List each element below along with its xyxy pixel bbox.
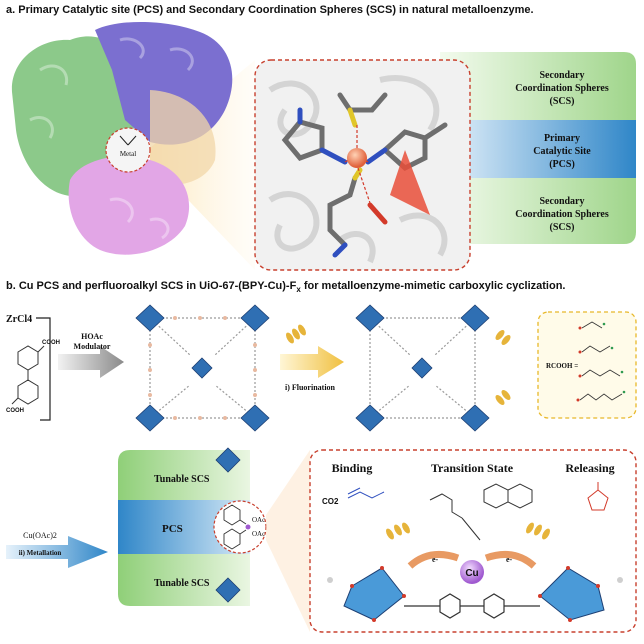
metal-bonds-icon (119, 135, 137, 146)
mechanism-beam (266, 450, 310, 632)
zr-clusters-lower (215, 447, 241, 603)
modulator-arrow (58, 346, 124, 378)
electron-left-label: e- (432, 555, 439, 564)
cu-bpy-icon (223, 504, 247, 550)
panel-a-heading: a. Primary Catalytic site (PCS) and Seco… (6, 4, 534, 16)
hoac-label: HOAc (81, 332, 103, 341)
scs-bottom-line2: Coordination Spheres (515, 209, 609, 220)
tunable-scs-bottom-label: Tunable SCS (154, 578, 210, 589)
panel-b-heading: b. Cu PCS and perfluoroalkyl SCS in UiO-… (6, 280, 566, 295)
pcs-label: PCS (162, 523, 183, 535)
cu-center-small (245, 524, 251, 530)
oxygen-atoms (576, 326, 582, 402)
releasing-label: Releasing (565, 461, 614, 475)
propargylamine-icon (347, 487, 385, 499)
rcooh-label: RCOOH = (546, 362, 578, 370)
uio67-framework-2 (355, 304, 511, 432)
red-direction-arrow (390, 150, 430, 215)
electron-right-label: e- (506, 555, 513, 564)
binding-label: Binding (332, 461, 373, 475)
rcooh-box (537, 311, 637, 419)
electron-arrow-right (484, 550, 537, 569)
band-pcs (440, 120, 636, 178)
uio67-framework-1 (135, 304, 270, 432)
band-scs-top (440, 52, 636, 120)
fluorination-label: i) Fluorination (285, 383, 336, 392)
bipyridine-linker-icon (11, 345, 45, 405)
perfluoro-acid-structures (579, 321, 623, 401)
wheat-icon (286, 324, 306, 344)
metal-ion (347, 148, 367, 168)
zrcl4-label: ZrCl4 (6, 314, 32, 325)
metallation-arrow (6, 536, 108, 568)
fluorination-arrow (280, 346, 344, 378)
oxazolidinone-product-icon (587, 482, 609, 511)
pcs-zoom-circle (213, 500, 267, 554)
modulator-label: Modulator (74, 342, 111, 351)
ligand-sticks (281, 92, 448, 258)
metal-label: Metal (120, 150, 136, 158)
pcs-line3: (PCS) (549, 159, 575, 170)
oac1-label: OAc (252, 516, 265, 524)
wheat-arcs-mechanism (386, 522, 550, 540)
cooh-top-label: COOH (42, 340, 60, 346)
metallation-label: ii) Metallation (19, 549, 62, 557)
scs-bottom-line1: Secondary (540, 196, 585, 207)
transition-state-structure (429, 483, 533, 541)
transition-state-label: Transition State (431, 461, 514, 475)
reactant-bracket (36, 317, 51, 421)
band-scs-bottom (440, 178, 636, 244)
pcs-line2: Catalytic Site (533, 146, 591, 157)
tunable-scs-top-band (118, 450, 250, 500)
cooh-bottom-label: COOH (6, 408, 24, 414)
zr-clusters-mechanism (327, 566, 623, 622)
metal-site-circle (105, 127, 151, 173)
bipyridine-bottom (404, 593, 540, 619)
electron-arrow-left (407, 550, 460, 569)
fluorine-atoms (602, 322, 626, 394)
oac2-label: OAc (252, 530, 265, 538)
tunable-scs-bottom-band (118, 554, 250, 606)
cu-center (460, 560, 484, 584)
scs-top-line2: Coordination Spheres (515, 83, 609, 94)
co2-label: CO2 (322, 497, 339, 506)
tunable-scs-top-label: Tunable SCS (154, 474, 210, 485)
protein-surface (11, 21, 233, 255)
cu-oac-label: Cu(OAc)2 (23, 531, 57, 540)
scs-top-line3: (SCS) (549, 96, 574, 107)
scs-top-line1: Secondary (540, 70, 585, 81)
cu-label: Cu (465, 568, 478, 579)
scs-bottom-line3: (SCS) (549, 222, 574, 233)
pcs-line1: Primary (544, 133, 580, 144)
